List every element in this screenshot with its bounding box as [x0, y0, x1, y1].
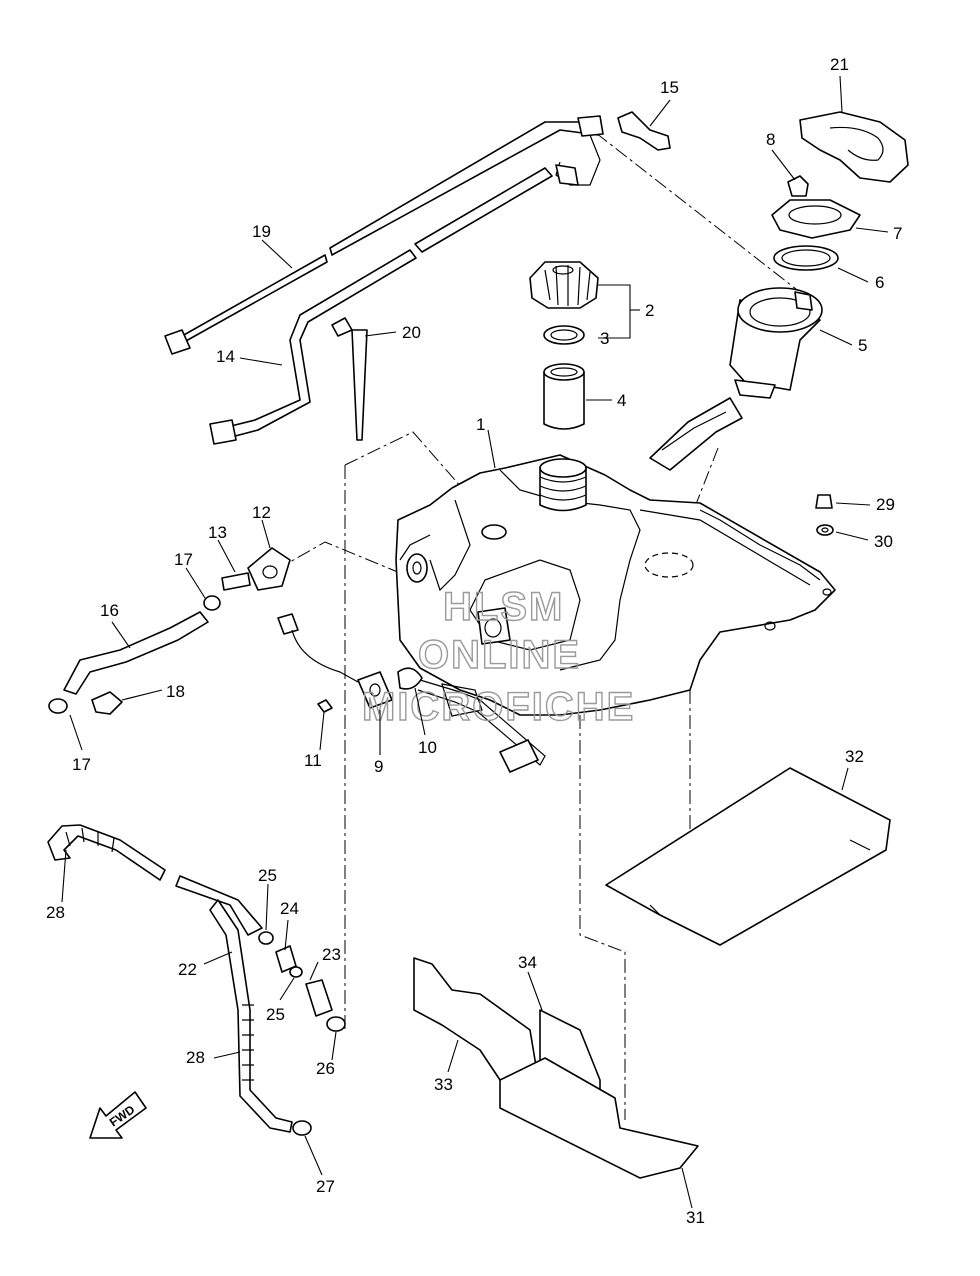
callout-28b: 28	[186, 1048, 205, 1067]
callout-6: 6	[875, 273, 884, 292]
clamp-18	[91, 691, 123, 715]
fuel-cock	[221, 547, 291, 591]
callout-9: 9	[374, 757, 383, 776]
callout-30: 30	[874, 532, 893, 551]
collar-29	[815, 494, 833, 509]
callout-5: 5	[858, 336, 867, 355]
callout-17b: 17	[72, 755, 91, 774]
callout-1: 1	[476, 415, 485, 434]
callout-28a: 28	[46, 903, 65, 922]
wire-harness	[164, 115, 604, 355]
leader-lines	[61, 75, 889, 1209]
fuel-sender	[277, 613, 546, 773]
vent-hose	[209, 167, 553, 445]
callout-18: 18	[166, 682, 185, 701]
watermark: HLSM ONLINE MICROFICHE	[361, 584, 635, 729]
sender-screw	[317, 699, 333, 713]
callout-10: 10	[418, 738, 437, 757]
hose-fittings	[258, 931, 346, 1136]
tank-guard-32	[605, 767, 891, 946]
fuel-cap	[529, 261, 599, 309]
callout-32: 32	[845, 747, 864, 766]
fuel-tank	[395, 454, 836, 716]
callout-15: 15	[660, 78, 679, 97]
watermark-line-3: MICROFICHE	[362, 685, 635, 729]
callout-31: 31	[686, 1208, 705, 1227]
callout-13: 13	[208, 523, 227, 542]
hose-clip-17b	[48, 698, 68, 714]
fuel-hose-16	[63, 611, 209, 695]
breather-hose	[47, 824, 293, 1133]
callout-17a: 17	[174, 550, 193, 569]
callout-7: 7	[893, 224, 902, 243]
callout-14: 14	[216, 347, 235, 366]
pump-cover	[799, 111, 909, 183]
callout-29: 29	[876, 495, 895, 514]
callout-20: 20	[402, 323, 421, 342]
callout-21: 21	[830, 55, 849, 74]
harness-clamp	[617, 111, 671, 151]
callout-27: 27	[316, 1177, 335, 1196]
callout-26: 26	[316, 1059, 335, 1078]
callout-22: 22	[178, 960, 197, 979]
callout-4: 4	[617, 391, 626, 410]
callout-16: 16	[100, 601, 119, 620]
callout-labels: 1 2 3 4 5 6 7 8 9 10 11 12 13 14 15 16 1…	[46, 55, 902, 1227]
callout-24: 24	[280, 899, 299, 918]
watermark-line-1: HLSM	[443, 585, 564, 629]
tank-guard-31	[499, 1057, 699, 1179]
callout-8: 8	[766, 130, 775, 149]
fwd-arrow-icon: FWD	[89, 1091, 147, 1139]
callout-25b: 25	[266, 1005, 285, 1024]
cable-tie	[331, 317, 368, 441]
callout-12: 12	[252, 503, 271, 522]
callout-3: 3	[600, 329, 609, 348]
fuel-pump-assembly	[649, 287, 823, 471]
pump-gasket	[773, 245, 839, 271]
cap-gasket	[543, 325, 585, 345]
callout-25a: 25	[258, 866, 277, 885]
callout-2: 2	[645, 301, 654, 320]
retainer-nut	[787, 175, 809, 197]
callout-11: 11	[304, 751, 322, 770]
washer-30	[816, 524, 834, 536]
fuel-strainer	[543, 363, 585, 430]
pump-retainer-ring	[771, 199, 861, 239]
callout-33: 33	[434, 1075, 453, 1094]
callout-34: 34	[518, 953, 537, 972]
hose-clip-17a	[203, 595, 221, 611]
callout-19: 19	[252, 222, 271, 241]
callout-23: 23	[322, 945, 341, 964]
watermark-line-2: ONLINE	[418, 633, 581, 677]
